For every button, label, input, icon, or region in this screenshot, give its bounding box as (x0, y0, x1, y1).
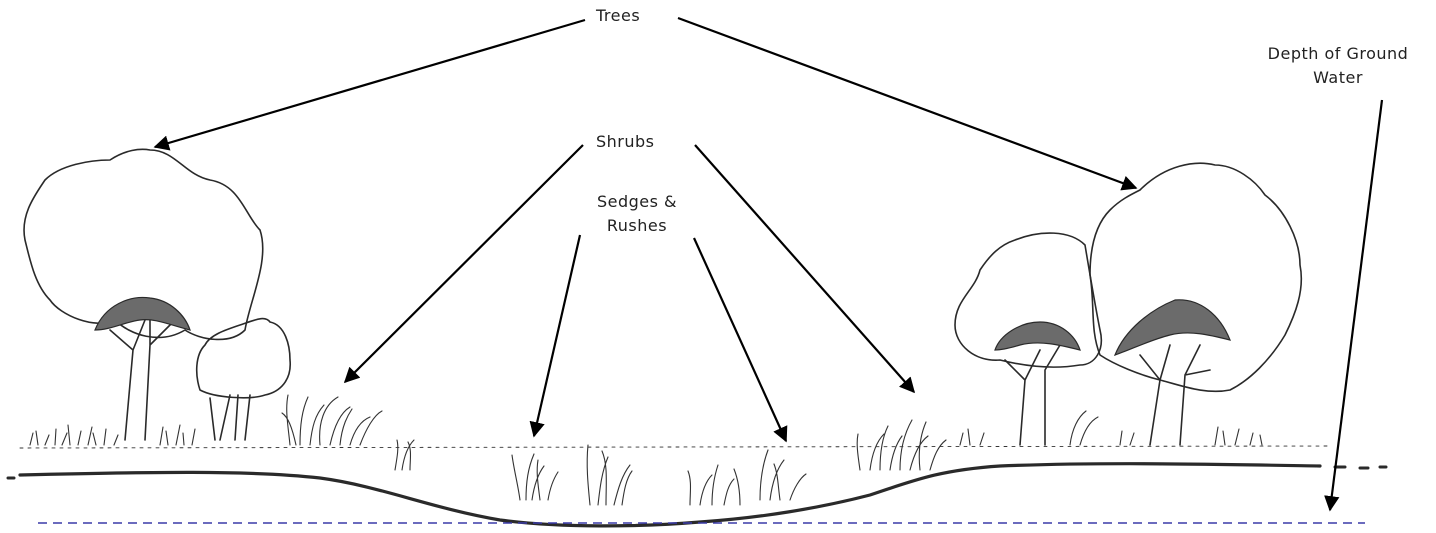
sedges-arrow-left (534, 235, 580, 436)
trees-label-text: Trees (596, 6, 640, 25)
sedges-rushes-label: Sedges & Rushes (572, 190, 702, 238)
sedges-label-line2: Rushes (572, 214, 702, 238)
right-tree-hatch-2 (1115, 300, 1230, 355)
groundwater-label: Depth of Ground Water (1238, 42, 1436, 90)
trees-arrow-right (678, 18, 1136, 188)
left-small-tree-trunk (210, 395, 250, 440)
trees-label: Trees (596, 4, 640, 28)
right-tree-canopy-front (1090, 163, 1301, 391)
groundwater-label-line2: Water (1238, 66, 1436, 90)
right-tree-hatch-1 (995, 322, 1080, 350)
shrubs-arrow-right (695, 145, 914, 392)
understory-vegetation (20, 395, 1330, 505)
sedges-arrow-right (694, 238, 786, 441)
groundwater-label-line1: Depth of Ground (1238, 42, 1436, 66)
ground-surface-line (20, 464, 1320, 526)
left-tree-trunk (110, 315, 175, 440)
shrubs-arrow-left (345, 145, 583, 382)
trees-arrow-left (155, 20, 585, 147)
shrubs-label: Shrubs (596, 130, 655, 154)
sedges-label-line1: Sedges & (572, 190, 702, 214)
groundwater-arrow (1330, 100, 1382, 510)
shrubs-label-text: Shrubs (596, 132, 655, 151)
